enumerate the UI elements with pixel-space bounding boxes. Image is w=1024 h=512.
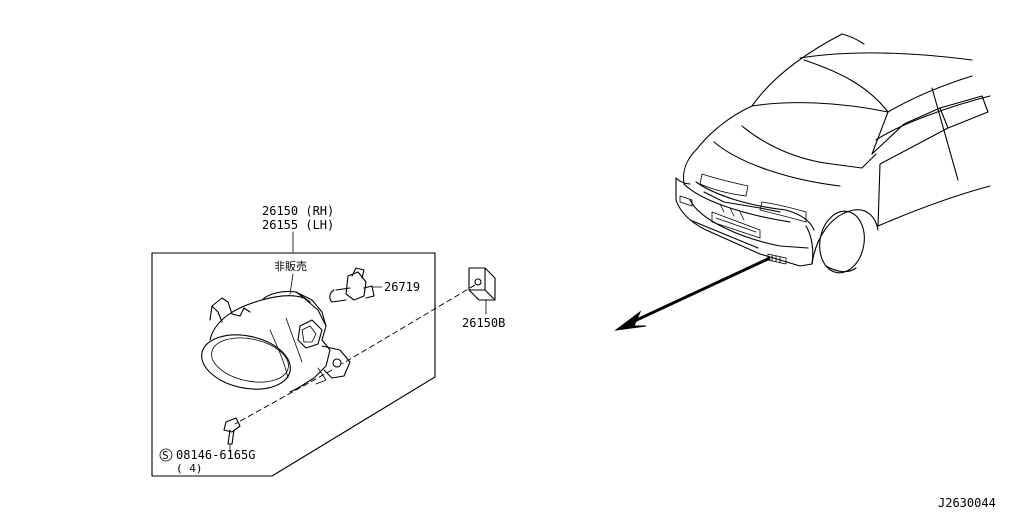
- vehicle-illustration: [675, 33, 991, 274]
- assembly-dashed-line: [234, 284, 476, 425]
- bracket-clip-26150b: [468, 267, 496, 301]
- label-bolt-qty: ( 4): [176, 462, 203, 475]
- bolt-symbol: S: [162, 449, 169, 462]
- front-tire: [819, 210, 865, 274]
- fog-lamp-assembly: [201, 290, 351, 393]
- bulb-26719: [329, 267, 375, 303]
- mounting-hole: [332, 358, 342, 368]
- label-26155-lh: 26155 (LH): [262, 218, 334, 232]
- label-26150-rh: 26150 (RH): [262, 204, 334, 218]
- location-arrow: [614, 256, 771, 331]
- label-26150b: 26150B: [462, 316, 505, 330]
- leader-not-for-sale: [289, 273, 294, 295]
- label-bolt-part: 08146-6165G: [176, 448, 255, 462]
- label-26719: 26719: [384, 280, 420, 294]
- drawing-id: J2630044: [938, 496, 996, 510]
- assembly-frame: [151, 252, 436, 477]
- bolt: [223, 417, 241, 445]
- fog-lamp-lens: [201, 334, 291, 390]
- label-not-for-sale: 非販売: [274, 260, 307, 273]
- bolt-symbol-circle: [159, 448, 173, 462]
